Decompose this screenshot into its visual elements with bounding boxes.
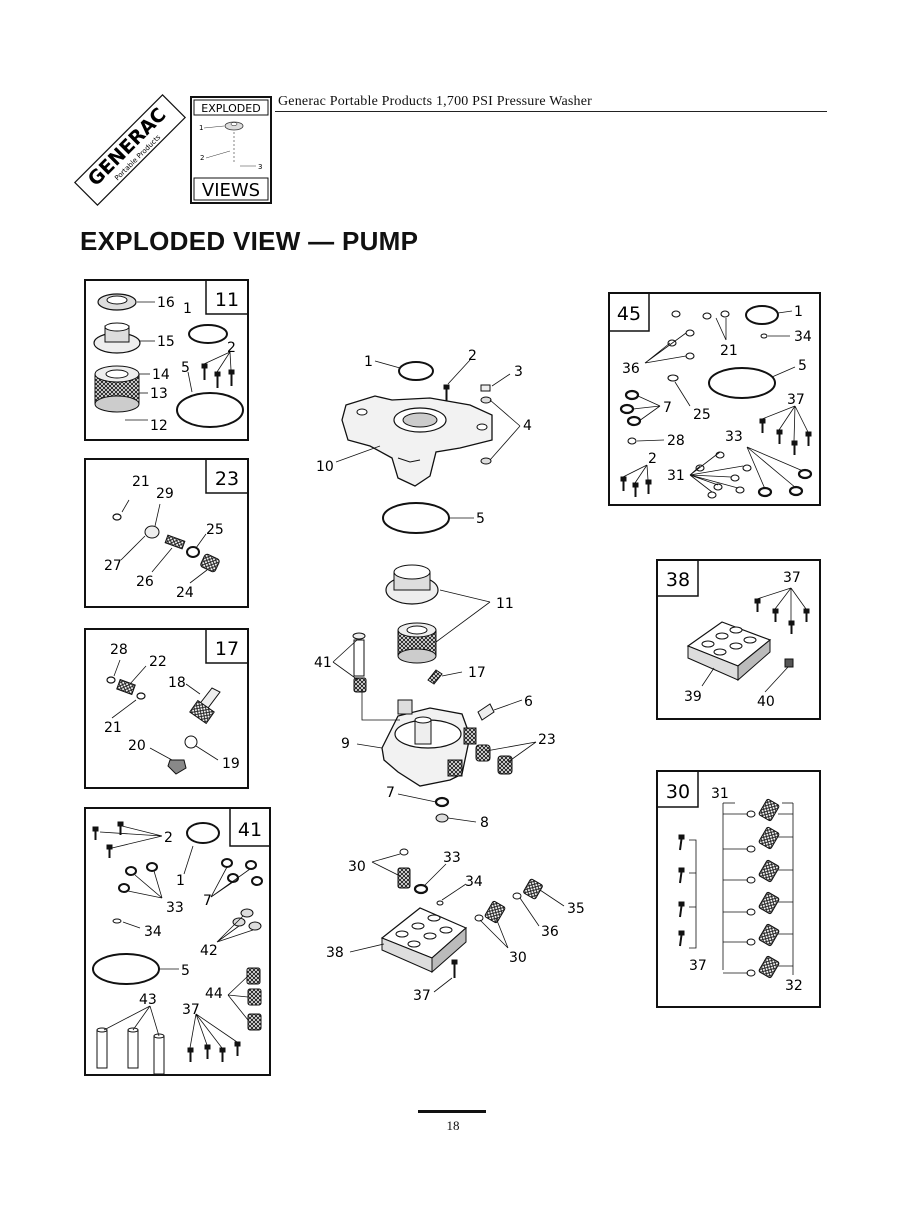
callout-main-7: 7 <box>386 785 395 801</box>
callout-17-18: 18 <box>168 675 186 691</box>
callout-main-35: 35 <box>567 901 585 917</box>
callout-main-9: 9 <box>341 736 350 752</box>
callout-main-17: 17 <box>468 665 486 681</box>
callout-main-30: 30 <box>348 859 366 875</box>
callout-45-25: 25 <box>693 407 711 423</box>
callout-main-23: 23 <box>538 732 556 748</box>
callout-23-21: 21 <box>132 474 150 490</box>
callout-main-37: 37 <box>413 988 431 1004</box>
badge-bottom-text: VIEWS <box>202 180 260 201</box>
inset-label-23: 23 <box>215 468 239 490</box>
exploded-views-badge: EXPLODED VIEWS 1 2 3 <box>190 96 272 204</box>
callout-11-1: 1 <box>183 301 192 317</box>
callout-38-40: 40 <box>757 694 775 710</box>
callout-45-37: 37 <box>787 392 805 408</box>
inset-label-11: 11 <box>215 289 239 311</box>
callout-main-2: 2 <box>468 348 477 364</box>
inset-label-45: 45 <box>617 303 641 325</box>
callout-23-25: 25 <box>206 522 224 538</box>
page-title: EXPLODED VIEW — PUMP <box>80 226 419 256</box>
callout-41-33: 33 <box>166 900 184 916</box>
callout-41-7: 7 <box>203 893 212 909</box>
callout-17-20: 20 <box>128 738 146 754</box>
callout-main-36: 36 <box>541 924 559 940</box>
callout-38-39: 39 <box>684 689 702 705</box>
callout-41-1: 1 <box>176 873 185 889</box>
callout-17-21: 21 <box>104 720 122 736</box>
callout-11-16: 16 <box>157 295 175 311</box>
callout-main-38: 38 <box>326 945 344 961</box>
callout-11-5: 5 <box>181 360 190 376</box>
inset-17: 17 28 22 18 21 20 19 <box>84 628 249 789</box>
generac-logo: GENERAC Portable Products <box>73 93 187 207</box>
callout-41-5: 5 <box>181 963 190 979</box>
inset-30: 30 31 37 32 <box>656 770 821 1008</box>
callout-45-21: 21 <box>720 343 738 359</box>
badge-callout-3: 3 <box>258 163 262 171</box>
inset-23: 23 21 29 25 27 26 24 <box>84 458 249 608</box>
callout-main-6: 6 <box>524 694 533 710</box>
callout-41-44: 44 <box>205 986 223 1002</box>
callout-38-37: 37 <box>783 570 801 586</box>
callout-main-10: 10 <box>316 459 334 475</box>
document-title: Generac Portable Products 1,700 PSI Pres… <box>278 94 593 109</box>
callout-30-37: 37 <box>689 958 707 974</box>
badge-top-text: EXPLODED <box>201 102 260 115</box>
callout-main-8: 8 <box>480 815 489 831</box>
callout-41-43: 43 <box>139 992 157 1008</box>
badge-callout-1: 1 <box>199 124 203 132</box>
callout-main-34: 34 <box>465 874 483 890</box>
callout-23-24: 24 <box>176 585 194 601</box>
callout-45-5: 5 <box>798 358 807 374</box>
callout-23-29: 29 <box>156 486 174 502</box>
callout-11-12: 12 <box>150 418 168 434</box>
callout-45-31: 31 <box>667 468 685 484</box>
callout-41-2: 2 <box>164 830 173 846</box>
callout-main-41: 41 <box>314 655 332 671</box>
callout-45-1: 1 <box>794 304 803 320</box>
page-number-bar <box>418 1110 486 1113</box>
inset-41: 41 <box>84 807 271 1076</box>
callout-main-5: 5 <box>476 511 485 527</box>
callout-17-19: 19 <box>222 756 240 772</box>
callout-main-11: 11 <box>496 596 514 612</box>
callout-41-37: 37 <box>182 1002 200 1018</box>
inset-45: 45 <box>608 292 821 506</box>
callout-30-31: 31 <box>711 786 729 802</box>
header-rule <box>275 111 827 112</box>
callout-45-2: 2 <box>648 451 657 467</box>
badge-callout-2: 2 <box>200 154 204 162</box>
callout-11-15: 15 <box>157 334 175 350</box>
callout-main-30b: 30 <box>509 950 527 966</box>
callout-17-28: 28 <box>110 642 128 658</box>
callout-45-36: 36 <box>622 361 640 377</box>
callout-45-33: 33 <box>725 429 743 445</box>
callout-41-34: 34 <box>144 924 162 940</box>
callout-main-3: 3 <box>514 364 523 380</box>
callout-11-2: 2 <box>227 340 236 356</box>
callout-30-32: 32 <box>785 978 803 994</box>
callout-41-42: 42 <box>200 943 218 959</box>
inset-label-38: 38 <box>666 569 690 591</box>
callout-main-4: 4 <box>523 418 532 434</box>
callout-main-1: 1 <box>364 354 373 370</box>
inset-label-30: 30 <box>666 781 690 803</box>
callout-23-27: 27 <box>104 558 122 574</box>
callout-23-26: 26 <box>136 574 154 590</box>
callout-11-14: 14 <box>152 367 170 383</box>
callout-45-7: 7 <box>663 400 672 416</box>
callout-45-34: 34 <box>794 329 812 345</box>
page-number: 18 <box>446 1118 460 1133</box>
callout-17-22: 22 <box>149 654 167 670</box>
callout-main-33: 33 <box>443 850 461 866</box>
callout-45-28: 28 <box>667 433 685 449</box>
callout-11-13: 13 <box>150 386 168 402</box>
inset-11: 11 16 15 14 13 12 1 2 <box>84 279 249 441</box>
inset-label-17: 17 <box>215 638 239 660</box>
inset-38: 38 37 39 40 <box>656 559 821 720</box>
inset-label-41: 41 <box>238 819 262 841</box>
main-pump-assembly: 1 2 3 4 10 5 11 41 17 6 9 23 7 8 30 33 3… <box>314 348 585 1004</box>
